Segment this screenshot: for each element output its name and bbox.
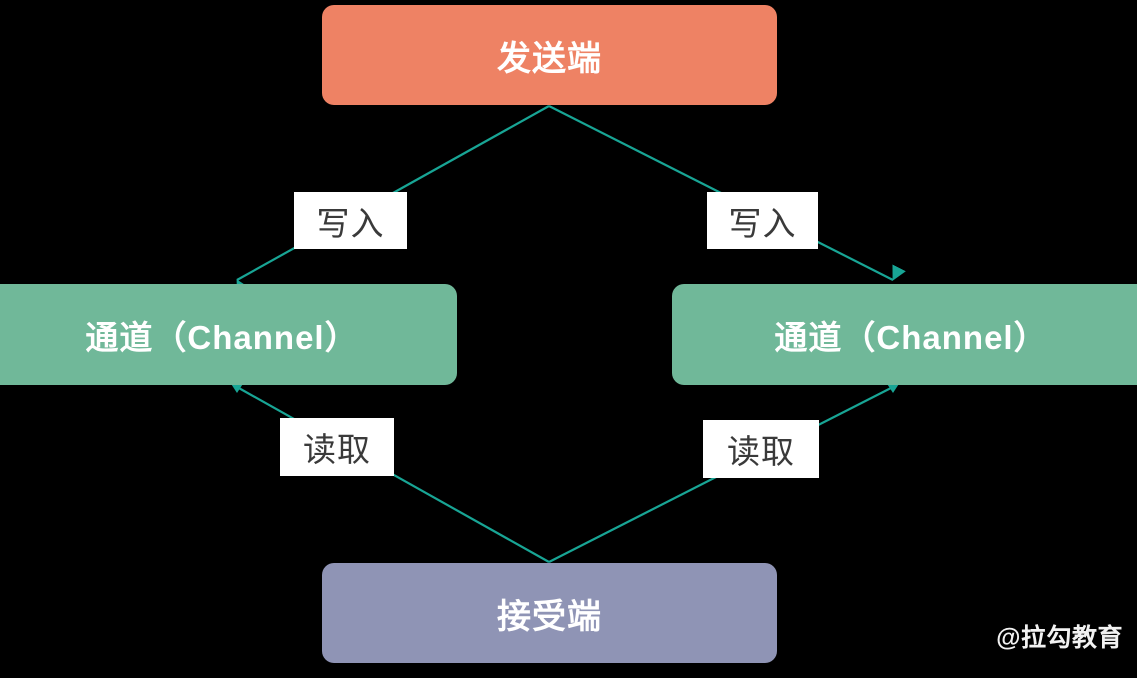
node-sender[interactable]: 发送端: [322, 5, 777, 105]
node-receiver[interactable]: 接受端: [322, 563, 777, 663]
node-receiver-label: 接受端: [497, 597, 602, 636]
edge-label-read-left: 读取: [280, 418, 394, 476]
node-channel-right-label: 通道（Channel）: [774, 318, 1048, 356]
edge-label-read-right-text: 读取: [727, 433, 795, 470]
edge-label-write-left-text: 写入: [316, 204, 385, 242]
node-channel-left-label: 通道（Channel）: [85, 318, 359, 356]
edge-label-read-right: 读取: [703, 420, 819, 478]
edge-label-write-left: 写入: [294, 192, 407, 249]
node-sender-label: 发送端: [497, 39, 602, 78]
edge-label-write-right: 写入: [707, 192, 818, 249]
watermark: @拉勾教育: [996, 624, 1123, 652]
edge-label-read-left-text: 读取: [303, 431, 371, 468]
edge-label-write-right-text: 写入: [728, 204, 797, 242]
node-channel-right[interactable]: 通道（Channel）: [672, 284, 1137, 385]
node-channel-left[interactable]: 通道（Channel）: [0, 284, 457, 385]
